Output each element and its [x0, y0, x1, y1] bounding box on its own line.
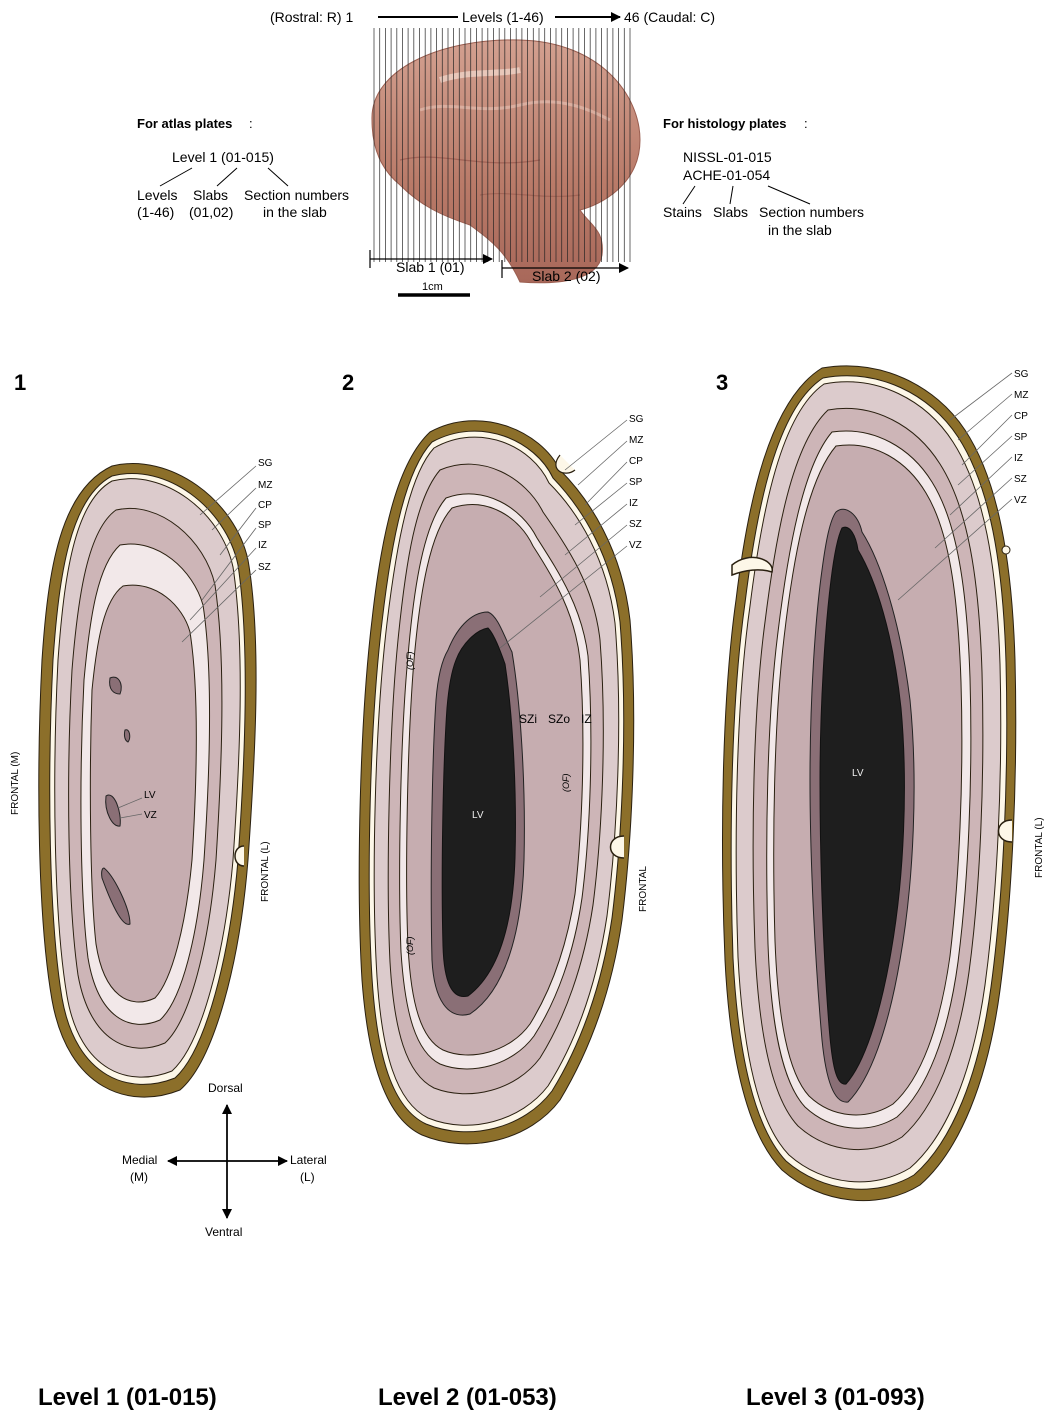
panel-2-label-iz: IZ [581, 712, 592, 726]
panel-3-layer-sg: SG [1014, 369, 1029, 380]
atlas-sections-1: Section numbers [244, 187, 349, 203]
panel-1-label-lv: LV [144, 790, 156, 801]
panel-3-label-lv: LV [852, 768, 864, 779]
histology-slabs: Slabs [713, 204, 748, 220]
histology-title: For histology plates [663, 116, 787, 131]
atlas-title: For atlas plates [137, 116, 232, 131]
panel-2-label-of-2: (OF) [561, 774, 571, 793]
histology-stains: Stains [663, 204, 702, 220]
histology-sections-2: in the slab [768, 222, 832, 238]
panel-3-layer-cp: CP [1014, 411, 1028, 422]
atlas-levels-1: Levels [137, 187, 177, 203]
panel-3-layer-iz: IZ [1014, 453, 1023, 464]
panel-2-layer-cp: CP [629, 456, 643, 467]
panel-2-side-right: FRONTAL [638, 866, 649, 912]
panel-1-layer-mz: MZ [258, 480, 272, 491]
panel-2-layer-mz: MZ [629, 435, 643, 446]
panel-1-number: 1 [14, 370, 26, 395]
panel-2-label-of-1: (OF) [405, 652, 415, 671]
atlas-sections-2: in the slab [263, 204, 327, 220]
panel-2: 2 SG MZ CP SP IZ SZ [342, 370, 649, 1144]
caption-level-2: Level 2 (01-053) [378, 1384, 557, 1411]
panel-1-layer-iz: IZ [258, 540, 267, 551]
orientation-cross: Dorsal Ventral Medial (M) Lateral (L) [122, 1081, 327, 1239]
panel-3-number: 3 [716, 370, 728, 395]
panel-1-label-vz: VZ [144, 810, 157, 821]
lateral-label-2: (L) [300, 1170, 315, 1184]
histology-sections-1: Section numbers [759, 204, 864, 220]
panel-2-layer-vz: VZ [629, 540, 642, 551]
dorsal-label: Dorsal [208, 1081, 243, 1095]
panel-2-label-of-3: (OF) [405, 937, 415, 956]
slab1-label: Slab 1 (01) [396, 259, 464, 275]
caption-level-1: Level 1 (01-015) [38, 1384, 217, 1411]
scale-label: 1cm [422, 281, 443, 293]
panel-1-side-left: FRONTAL (M) [10, 752, 21, 815]
top-schema: (Rostral: R) 1 Levels (1-46) 46 (Caudal:… [137, 9, 864, 300]
panel-2-layer-iz: IZ [629, 498, 638, 509]
rostral-label: (Rostral: R) 1 [270, 9, 353, 25]
panel-3-layer-mz: MZ [1014, 390, 1028, 401]
levels-axis-label: Levels (1-46) [462, 9, 544, 25]
panel-3: 3 SG MZ CP SP IZ [716, 366, 1045, 1201]
panel-1-layer-sp: SP [258, 520, 272, 531]
caption-level-3: Level 3 (01-093) [746, 1384, 925, 1411]
slab2-label: Slab 2 (02) [532, 268, 600, 284]
atlas-slabs-1: Slabs [193, 187, 228, 203]
lateral-label-1: Lateral [290, 1153, 327, 1167]
histology-title-colon: : [804, 116, 808, 131]
ventral-label: Ventral [205, 1225, 242, 1239]
panel-3-layer-sp: SP [1014, 432, 1028, 443]
panel-1: 1 SG MZ CP SP [10, 370, 273, 1097]
atlas-levels-2: (1-46) [137, 204, 174, 220]
atlas-title-colon: : [249, 116, 253, 131]
panel-3-section [723, 366, 1016, 1201]
panel-1-layer-cp: CP [258, 500, 272, 511]
panel-1-layer-sz: SZ [258, 562, 271, 573]
panel-3-layer-sz: SZ [1014, 474, 1027, 485]
panel-2-layer-sg: SG [629, 414, 644, 425]
caudal-label: 46 (Caudal: C) [624, 9, 715, 25]
histology-example-ache: ACHE-01-054 [683, 167, 770, 183]
panel-2-number: 2 [342, 370, 354, 395]
panel-1-layer-sg: SG [258, 458, 273, 469]
medial-label-1: Medial [122, 1153, 157, 1167]
panel-2-layer-sp: SP [629, 477, 643, 488]
panel-1-side-right: FRONTAL (L) [260, 841, 271, 902]
panel-2-label-szo: SZo [548, 712, 570, 726]
panel-2-label-lv: LV [472, 810, 484, 821]
panel-1-section [39, 464, 256, 1098]
panel-2-layer-sz: SZ [629, 519, 642, 530]
histology-example-nissl: NISSL-01-015 [683, 149, 772, 165]
panel-3-side-right: FRONTAL (L) [1034, 817, 1045, 878]
medial-label-2: (M) [130, 1170, 148, 1184]
panel-2-label-szi: SZi [519, 712, 537, 726]
atlas-example: Level 1 (01-015) [172, 149, 274, 165]
panel-2-section [359, 421, 633, 1144]
atlas-slabs-2: (01,02) [189, 204, 233, 220]
panel-3-layer-vz: VZ [1014, 495, 1027, 506]
